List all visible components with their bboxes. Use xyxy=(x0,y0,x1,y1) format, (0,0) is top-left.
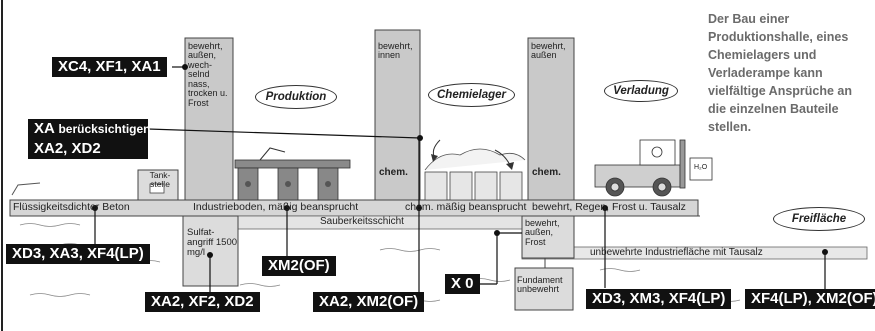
wall-left-text: bewehrt, außen, wech-selnd nass, trocken… xyxy=(188,41,228,108)
area-freiflaeche: Freifläche xyxy=(773,207,865,231)
label-x0: X 0 xyxy=(445,274,480,294)
label-xf4-xm2-of: XF4(LP), XM2(OF) xyxy=(745,289,875,309)
wall-left xyxy=(184,37,234,201)
label-xa2-xf2-xd2: XA2, XF2, XD2 xyxy=(145,292,260,312)
sauberkeitsschicht-text: Sauberkeitsschicht xyxy=(320,216,404,227)
area-verladung: Verladung xyxy=(604,80,678,102)
wall-middle xyxy=(374,29,421,201)
label-xd3-xa3-xf4: XD3, XA3, XF4(LP) xyxy=(6,244,150,264)
truck-tank-text: H₂O xyxy=(694,164,708,171)
label-xc4-xf1-xa1: XC4, XF1, XA1 xyxy=(52,57,167,77)
band-industrieboden: Industrieboden, mäßig beansprucht xyxy=(193,201,359,213)
foundation-wall-text: bewehrt, außen, Frost xyxy=(525,218,560,247)
band-bewehrt-regen: bewehrt, Regen, Frost u. Tausalz xyxy=(532,201,686,213)
chemical-drums xyxy=(424,148,526,201)
wall-right xyxy=(527,37,575,201)
wall-right-text: bewehrt, außen xyxy=(531,41,566,61)
tank-station-text: Tank-stelle xyxy=(149,170,171,189)
leader-dots xyxy=(92,64,828,258)
description-text: Der Bau einer Produktionshalle, eines Ch… xyxy=(708,12,853,134)
fundament-text: Fundament unbewehrt xyxy=(517,275,563,295)
fundament-block xyxy=(514,267,574,311)
band-fluessigkeitsdicht: Flüssigkeitsdichter Beton xyxy=(13,201,130,213)
chem-right-text: chem. xyxy=(532,167,561,178)
chem-middle-text: chem. xyxy=(379,167,408,178)
wall-middle-text: bewehrt, innen xyxy=(378,41,413,61)
production-machine xyxy=(234,147,351,201)
label-xd3-xm3-xf4: XD3, XM3, XF4(LP) xyxy=(586,289,732,309)
area-chemielager: Chemielager xyxy=(428,83,515,107)
label-xm2-of: XM2(OF) xyxy=(262,256,336,276)
area-produktion: Produktion xyxy=(255,85,337,109)
foundation-wall-right xyxy=(521,215,575,259)
band-chem: chem. mäßig beansprucht xyxy=(405,201,527,213)
label-xa2-xm2-of: XA2, XM2(OF) xyxy=(313,292,425,312)
unbewehrt-text: unbewehrte Industriefläche mit Tausalz xyxy=(590,247,763,258)
label-xa-beruecksichtigen: XA berücksichtigen xyxy=(28,119,150,139)
forklift xyxy=(594,139,713,197)
sulfat-text: Sulfat-angriff 1500 mg/l xyxy=(187,227,238,258)
label-xa2-xd2: XA2, XD2 xyxy=(28,139,148,159)
